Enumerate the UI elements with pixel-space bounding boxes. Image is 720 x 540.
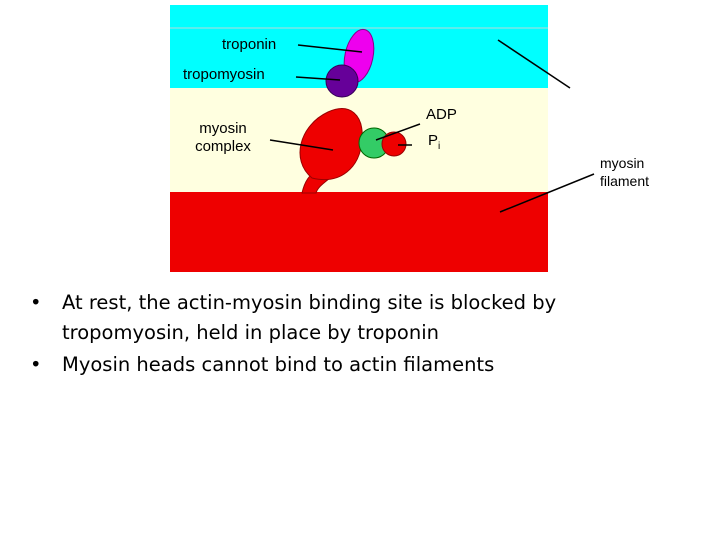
- tropomyosin-pointer: [295, 76, 341, 81]
- myosin-filament-pointer-top: [497, 39, 571, 89]
- myosin-complex-label: myosin complex: [176, 120, 270, 156]
- myosin-complex-line2: complex: [195, 138, 251, 155]
- adp-pointer: [375, 123, 421, 141]
- bullet-line: tropomyosin, held in place by troponin: [62, 321, 439, 344]
- pi-letter: P: [428, 132, 439, 149]
- troponin-pointer: [297, 44, 363, 53]
- myosin-complex-line1: myosin: [199, 120, 247, 137]
- myosin-filament-line2: filament: [600, 173, 650, 189]
- pi-ball: [381, 131, 407, 157]
- myosin-filament-line1: myosin: [600, 155, 645, 171]
- bullet-line: At rest, the actin-myosin binding site i…: [62, 291, 557, 314]
- bullet-line: Myosin heads cannot bind to actin filame…: [62, 353, 495, 376]
- pi-label: Pi: [428, 132, 440, 156]
- bullet-mark: •: [30, 291, 42, 314]
- bullet-mark: •: [30, 353, 42, 376]
- myosin-filament-label: myosin filament: [600, 154, 649, 190]
- adp-label: ADP: [426, 106, 457, 123]
- bullet-list: • At rest, the actin-myosin binding site…: [30, 288, 700, 380]
- bullet-item: • At rest, the actin-myosin binding site…: [30, 288, 700, 348]
- tropomyosin-label: tropomyosin: [183, 66, 265, 83]
- myosin-complex-pointer: [269, 139, 334, 151]
- myosin-filament-pointer-bottom: [499, 173, 595, 213]
- bullet-item: • Myosin heads cannot bind to actin fila…: [30, 350, 700, 380]
- pi-subscript: i: [438, 141, 441, 152]
- myosin-filament-band: [170, 192, 548, 272]
- tropomyosin-shape: [325, 64, 359, 98]
- troponin-label: troponin: [222, 36, 277, 53]
